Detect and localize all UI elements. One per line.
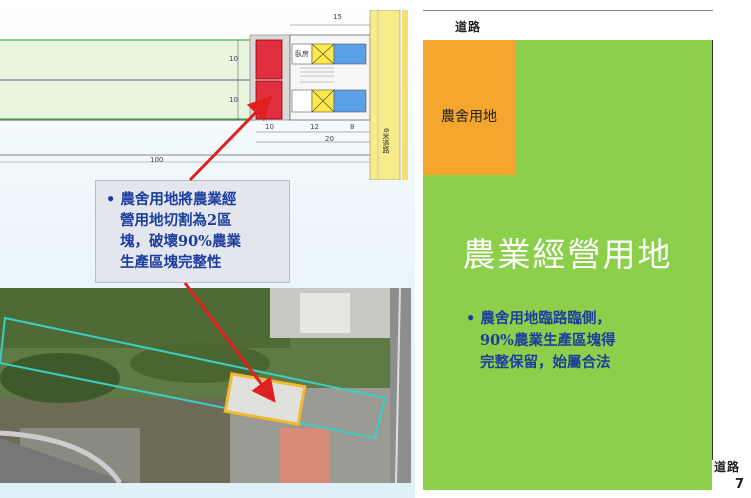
dim-bottom-2: 12	[310, 123, 319, 131]
note-line-1: • 農舍用地臨路臨側，	[466, 310, 611, 327]
farmhouse-area	[423, 40, 515, 175]
road-right-label: 道路	[714, 460, 741, 474]
site-plan-drawing: 15 10 10 10 12 8 20 100 臥房 6米道路	[0, 10, 408, 180]
callout-box: • 農舍用地將農業經 營用地切割為2區 塊，破壞90%農業 生產區塊完整性	[95, 180, 290, 283]
room-label: 臥房	[295, 50, 309, 58]
aerial-photo	[0, 288, 411, 483]
callout-line-3: 塊，破壞90%農業	[120, 233, 241, 250]
callout-line-4: 生產區塊完整性	[120, 254, 222, 271]
dim-left-2: 10	[229, 96, 238, 104]
dim-bottom-3: 8	[350, 123, 355, 131]
road-side-label: 6米道路	[382, 128, 390, 154]
farm-area-title: 農業經營用地	[462, 235, 673, 274]
callout-line-1: • 農舍用地將農業經	[106, 191, 237, 208]
note-line-2: 90%農業生產區塊得	[480, 332, 616, 349]
dim-bottom-4: 20	[325, 135, 334, 143]
dim-left-1: 10	[229, 55, 238, 63]
arrow-to-aerial	[183, 282, 276, 403]
arrow-to-plan	[188, 95, 273, 182]
road-top-line	[423, 10, 713, 11]
callout-line-2: 營用地切割為2區	[120, 212, 232, 229]
farmhouse-label: 農舍用地	[441, 109, 497, 125]
road-right-line	[712, 40, 713, 460]
note-line-3: 完整保留，始屬合法	[480, 354, 611, 371]
road-top-label: 道路	[455, 20, 482, 34]
dim-top: 15	[333, 13, 342, 21]
dim-bottom-1: 10	[265, 123, 274, 131]
dim-total: 100	[150, 156, 164, 164]
arrows-layer	[183, 95, 276, 403]
legal-note: • 農舍用地臨路臨側， 90%農業生產區塊得 完整保留，始屬合法	[466, 308, 706, 374]
page-number: 7	[735, 477, 745, 492]
